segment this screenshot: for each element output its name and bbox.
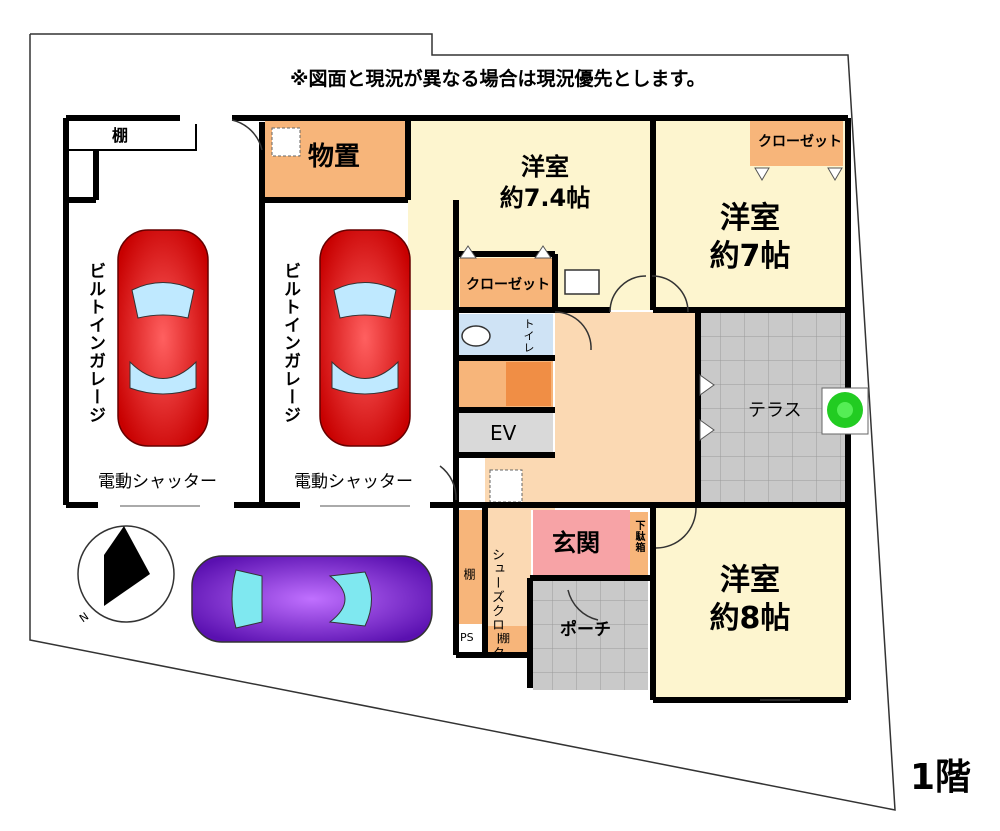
shoe-box-label: 下駄箱 — [633, 520, 644, 553]
western-room-1-label: 洋室 約7.4帖 — [480, 152, 610, 214]
western-room-3-fill — [655, 508, 847, 701]
shutter-2-label: 電動シャッター — [294, 472, 413, 492]
compass-icon — [77, 525, 175, 623]
ev-label: EV — [490, 421, 517, 445]
closet-door-triangles — [459, 167, 843, 441]
shelf-bottom-fill — [485, 626, 529, 652]
closet-2-fill — [750, 120, 843, 166]
porch-label: ポーチ — [560, 620, 611, 640]
site-boundary — [29, 33, 896, 811]
room-size: 約7帖 — [709, 238, 791, 274]
genkan-label: 玄関 — [552, 529, 600, 557]
garage-1-label: ビルトインガレージ — [85, 262, 105, 424]
room-name: 洋室 — [521, 153, 569, 181]
shelf-bottom-label: 棚 — [499, 632, 510, 645]
ev-fill — [458, 412, 553, 454]
shelf-left-label: 棚 — [462, 568, 476, 581]
garage-2-label: ビルトインガレージ — [280, 262, 300, 424]
genkan-fill — [533, 510, 630, 578]
closet-1-label: クローゼット — [466, 277, 550, 293]
closet-1-fill — [460, 258, 553, 308]
garage-shelf — [66, 124, 197, 151]
shutter-1-label: 電動シャッター — [98, 472, 217, 492]
garage-shelf-label: 棚 — [112, 126, 129, 145]
toilet-label: トイレ — [522, 318, 535, 354]
door-swings — [231, 119, 697, 621]
hall-skylight — [489, 469, 523, 503]
car-icon-2 — [319, 229, 411, 447]
western-room-2-label: 洋室 約7帖 — [680, 200, 820, 275]
shelf-left-fill — [458, 510, 483, 624]
porch-fill — [533, 580, 648, 690]
room-size: 約7.4帖 — [499, 184, 591, 213]
window-markers — [120, 505, 800, 701]
terrace-label: テラス — [748, 400, 802, 421]
stairs-steps — [506, 362, 551, 406]
room-size: 約8帖 — [709, 600, 791, 636]
ps-label: PS — [460, 631, 474, 644]
storage-skylight — [271, 127, 301, 157]
room-name: 洋室 — [720, 201, 780, 236]
notice-text: ※図面と現況が異なる場合は現況優先とします。 — [290, 68, 706, 90]
toilet-icon — [461, 325, 491, 347]
floor-label: 1階 — [910, 757, 972, 798]
storage-label: 物置 — [308, 142, 361, 172]
shoe-box-fill — [630, 512, 648, 576]
western-room-3-label: 洋室 約8帖 — [680, 562, 820, 637]
car-icon-3 — [191, 555, 433, 643]
sink-icon — [564, 269, 600, 295]
car-icon-1 — [117, 229, 209, 447]
hall-fill — [555, 312, 698, 508]
closet-2-label: クローゼット — [758, 134, 842, 150]
shoes-cloak-label: シューズクローク — [489, 548, 504, 660]
tree-icon — [821, 387, 869, 435]
room-name: 洋室 — [720, 563, 780, 598]
